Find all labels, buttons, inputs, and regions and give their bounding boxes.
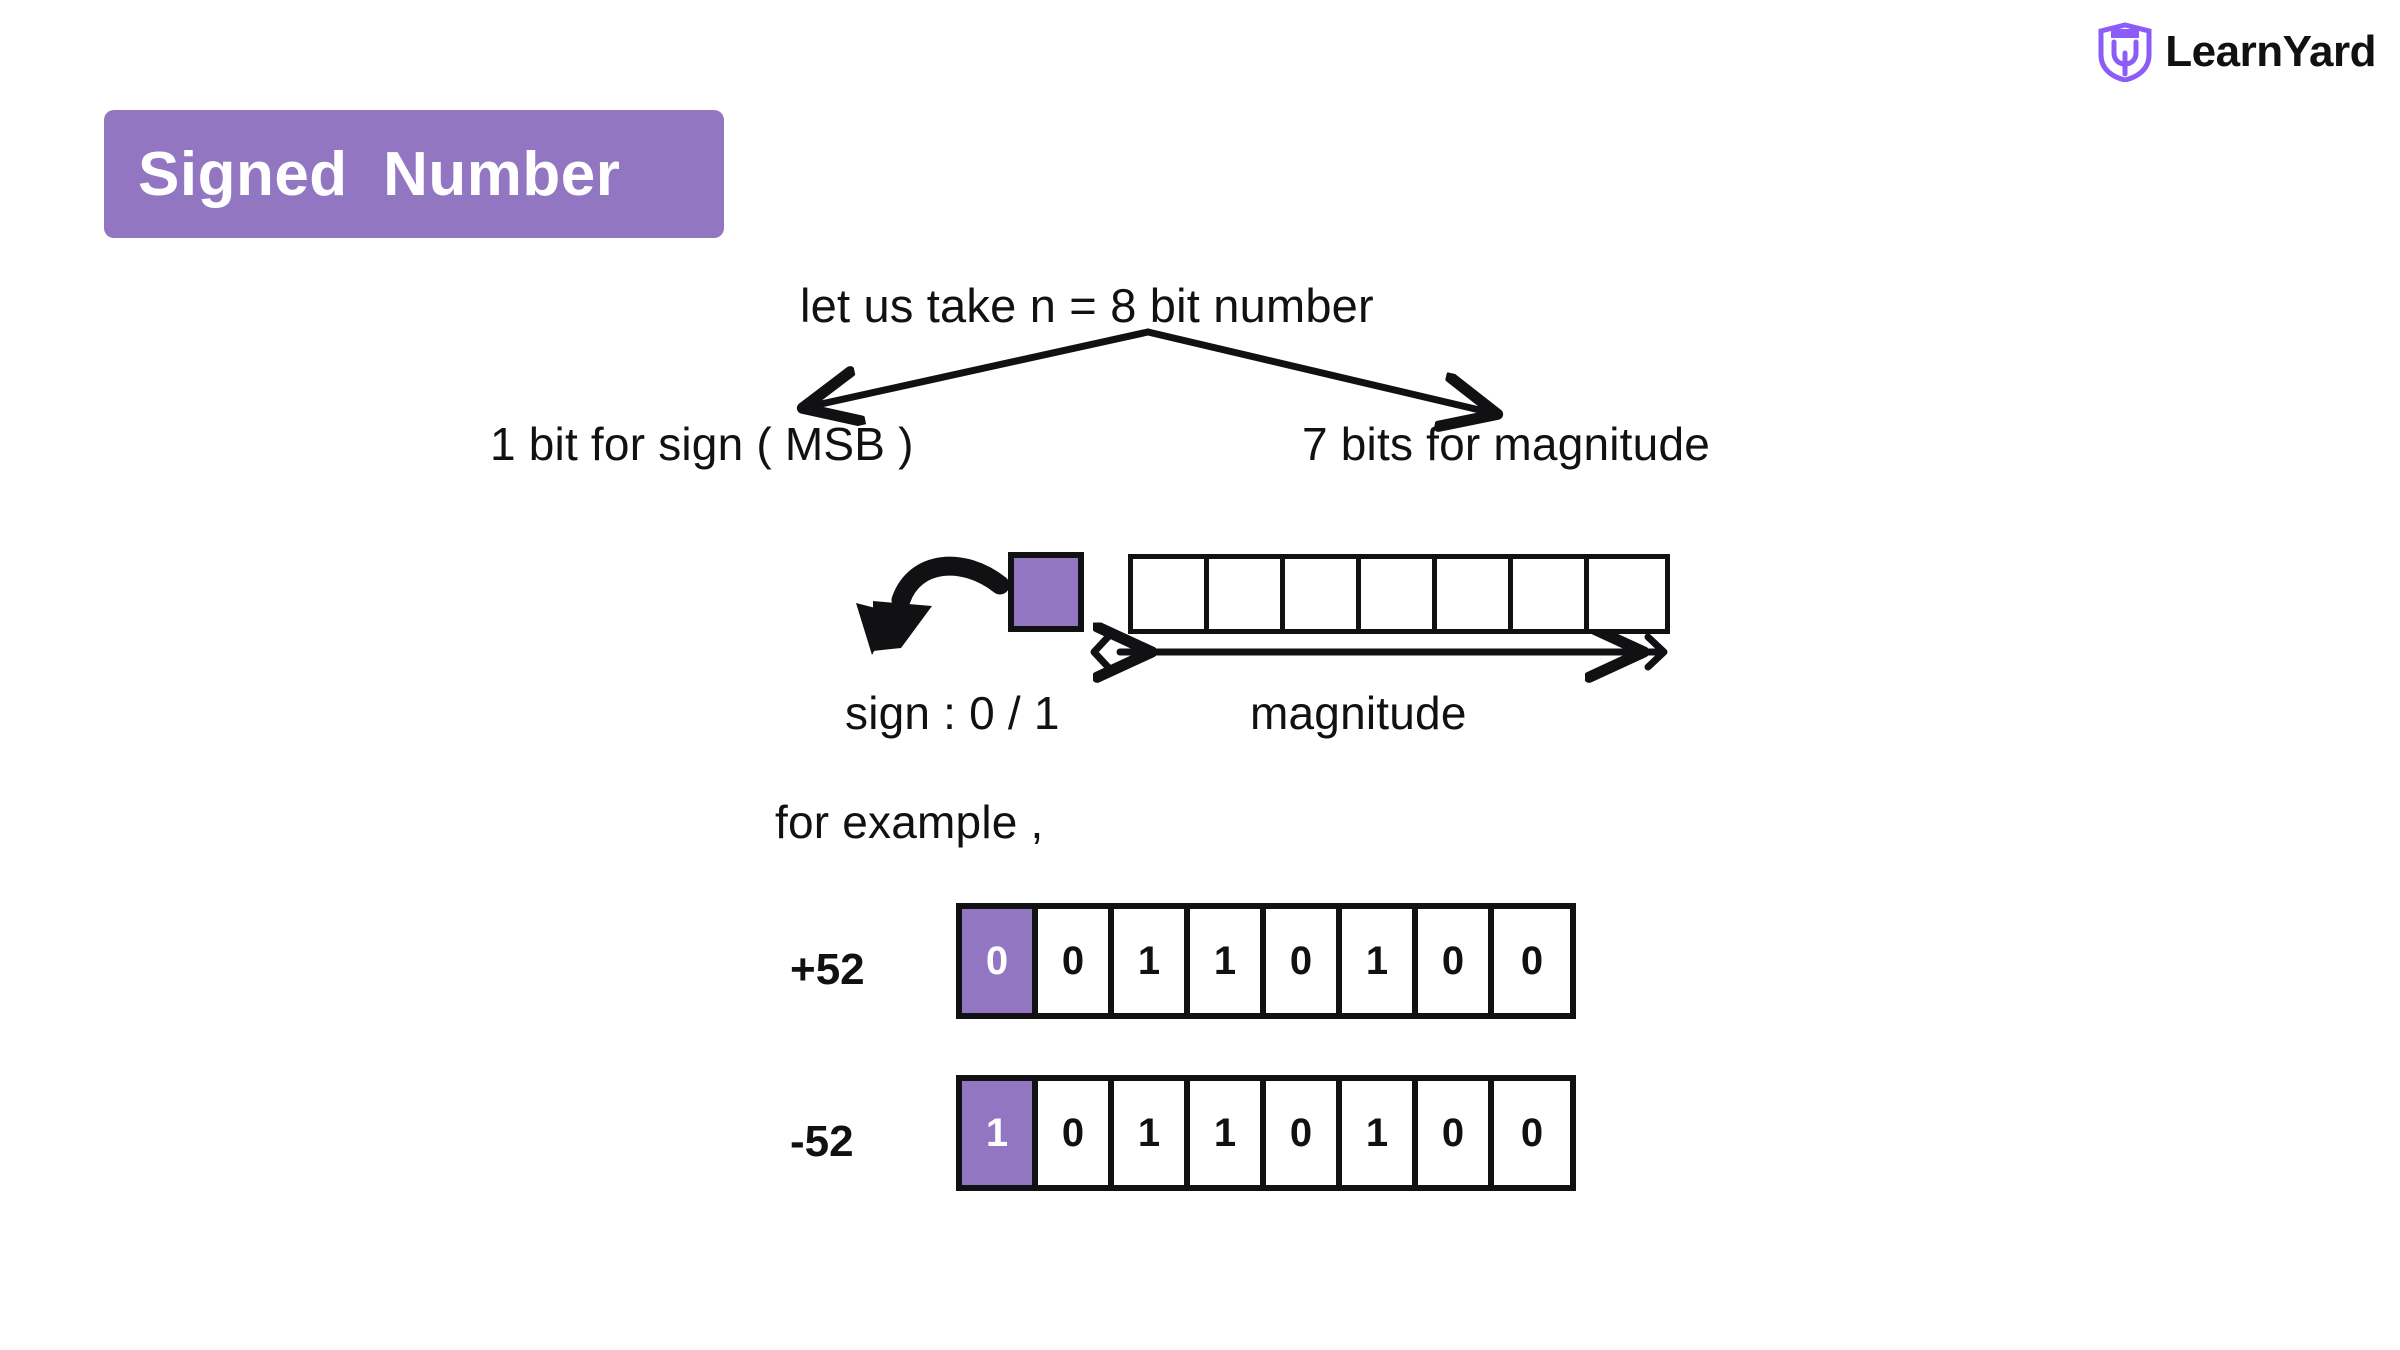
sign-bit-cell-empty (1008, 552, 1084, 632)
magnitude-cell (1513, 559, 1589, 629)
page-title: Signed Number (138, 139, 621, 209)
magnitude-bit: 1 (1342, 1081, 1418, 1185)
title-banner: Signed Number (104, 110, 724, 238)
magnitude-bit: 1 (1342, 909, 1418, 1013)
magnitude-bit: 0 (1038, 909, 1114, 1013)
branch-arrow-left (812, 328, 1152, 406)
diagram-heading: let us take n = 8 bit number (800, 279, 1374, 332)
magnitude-bit: 1 (1190, 1081, 1266, 1185)
example-intro: for example , (775, 796, 1044, 848)
magnitude-cell (1209, 559, 1285, 629)
magnitude-bit: 0 (1266, 909, 1342, 1013)
example-label-positive: +52 (790, 945, 865, 994)
magnitude-bit: 0 (1418, 1081, 1494, 1185)
magnitude-cells-empty (1128, 554, 1670, 634)
magnitude-bit: 1 (1114, 909, 1190, 1013)
magnitude-bit: 0 (1418, 909, 1494, 1013)
branch-label-left: 1 bit for sign ( MSB ) (490, 418, 914, 470)
sign-curved-arrow (856, 556, 1010, 655)
magnitude-arrowhead-left (1090, 633, 1112, 671)
sign-bit: 0 (962, 909, 1038, 1013)
shield-logo-icon (2098, 22, 2152, 82)
magnitude-cell (1285, 559, 1361, 629)
bit-row-negative: 1 0 1 1 0 1 0 0 (956, 1075, 1576, 1191)
magnitude-arrowhead-right (1644, 633, 1668, 671)
magnitude-bit: 0 (1038, 1081, 1114, 1185)
sign-caption: sign : 0 / 1 (845, 687, 1060, 739)
brand-name: LearnYard (2165, 27, 2376, 76)
magnitude-bit: 0 (1494, 1081, 1570, 1185)
magnitude-bit: 0 (1494, 909, 1570, 1013)
magnitude-cell (1589, 559, 1665, 629)
magnitude-cell (1437, 559, 1513, 629)
magnitude-cell (1361, 559, 1437, 629)
sign-bit: 1 (962, 1081, 1038, 1185)
magnitude-caption: magnitude (1250, 687, 1467, 739)
example-label-negative: -52 (790, 1117, 854, 1166)
magnitude-cell (1133, 559, 1209, 629)
magnitude-bit: 1 (1114, 1081, 1190, 1185)
branch-arrow-right (1144, 328, 1488, 412)
branch-label-right: 7 bits for magnitude (1302, 418, 1711, 470)
magnitude-bit: 1 (1190, 909, 1266, 1013)
magnitude-bit: 0 (1266, 1081, 1342, 1185)
brand-logo: LearnYard (2097, 22, 2376, 82)
bit-row-positive: 0 0 1 1 0 1 0 0 (956, 903, 1576, 1019)
